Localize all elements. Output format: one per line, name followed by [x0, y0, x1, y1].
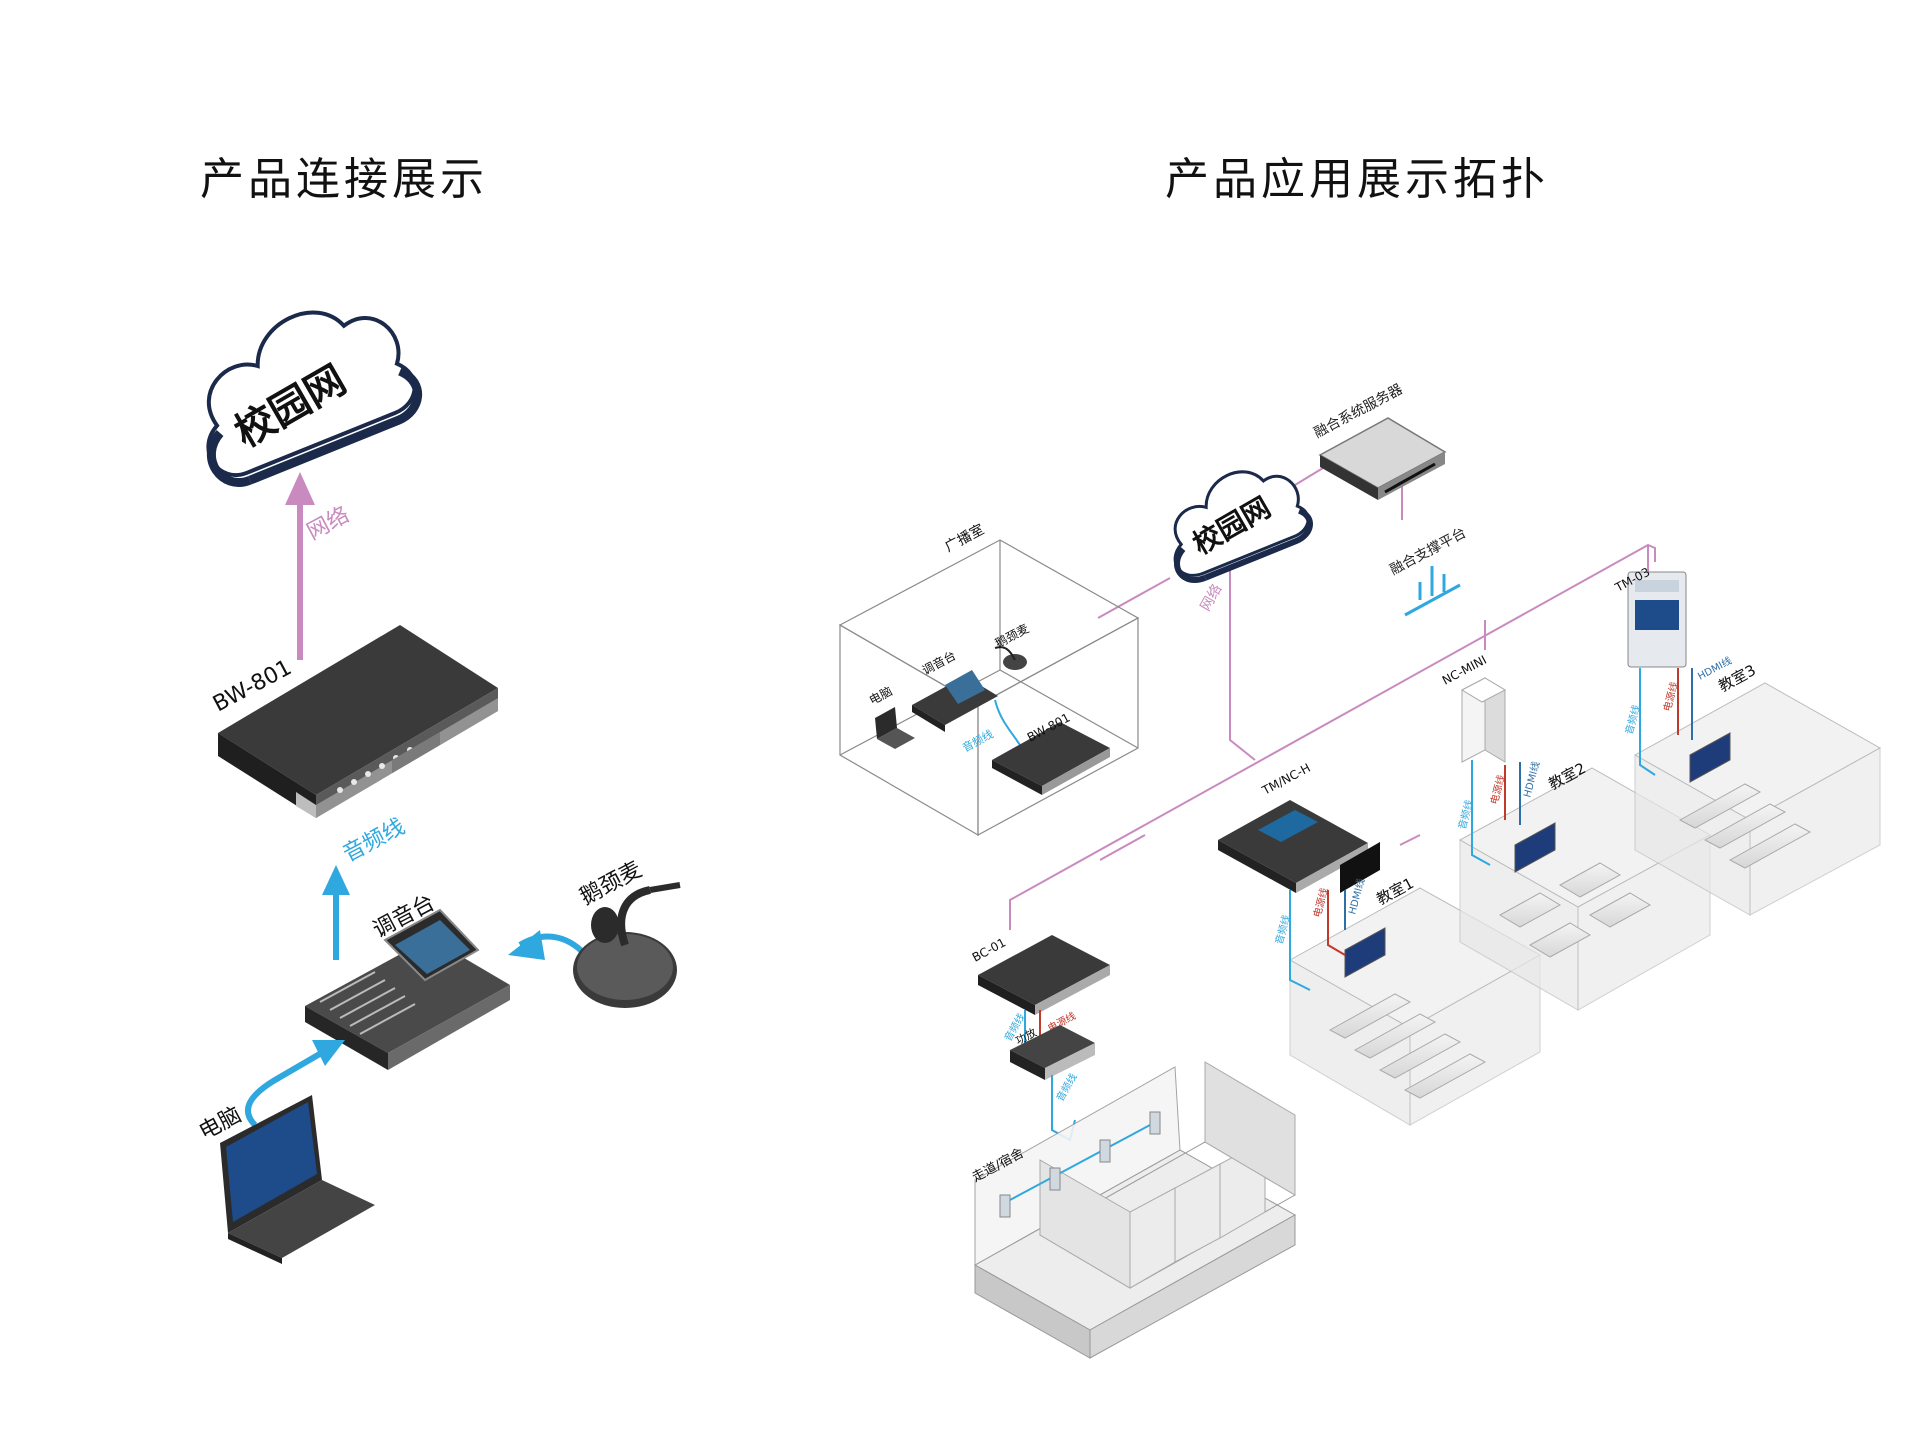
network-lines	[1009, 464, 1656, 930]
classroom2-hdmi-label: HDMI线	[1520, 760, 1542, 799]
left-section-title: 产品连接展示	[200, 154, 488, 205]
mixer-device	[305, 908, 510, 1070]
classroom-3	[1633, 682, 1882, 916]
network-arrow-icon	[285, 472, 315, 505]
bw801-device	[218, 625, 498, 818]
audio-line-pc-to-mixer	[244, 1045, 332, 1128]
classroom-2	[1458, 767, 1712, 1011]
classroom3-audio-line	[1639, 668, 1656, 776]
left-connection-diagram: 网络 校园网 BW-801 音频线	[195, 310, 681, 1264]
amp-device	[1010, 1025, 1095, 1080]
bc01-device	[978, 935, 1110, 1015]
audio-arrow-left-icon	[508, 930, 545, 960]
amp-audio-label: 音频线	[1053, 1071, 1079, 1103]
audio-arrow-up-icon	[322, 865, 350, 895]
network-label: 网络	[303, 503, 354, 546]
classroom2-audio-line	[1471, 760, 1491, 866]
broadcast-pc-label: 电脑	[867, 684, 895, 708]
classroom1-power-line	[1327, 890, 1346, 956]
tm03-device	[1627, 571, 1687, 668]
audio-line-label: 音频线	[339, 814, 409, 867]
broadcast-pc-icon	[875, 707, 915, 749]
broadcast-mixer-icon	[912, 670, 998, 732]
mic-label: 鹅颈麦	[576, 857, 646, 910]
broadcast-bw801-icon	[992, 722, 1110, 795]
right-network-label: 网络	[1198, 582, 1226, 614]
gooseneck-mic-icon	[573, 882, 681, 1008]
broadcast-mixer-label: 调音台	[919, 647, 958, 677]
classroom2-display-icon	[1514, 822, 1556, 873]
broadcast-mic-icon	[994, 646, 1027, 670]
broadcast-audio-line	[994, 699, 1021, 746]
platform-label: 融合支撑平台	[1387, 525, 1469, 579]
classroom1-display-icon	[1344, 927, 1386, 978]
platform-icon	[1404, 566, 1461, 617]
classroom3-display-icon	[1689, 732, 1731, 783]
laptop-icon	[220, 1095, 375, 1264]
screen-panel-icon	[1340, 842, 1380, 893]
fusion-server-device	[1318, 417, 1447, 500]
tmnch-device	[1218, 800, 1368, 893]
right-campus-cloud-icon	[1173, 470, 1313, 583]
classroom1-audio-line	[1289, 890, 1311, 991]
bc01-label: BC-01	[970, 935, 1008, 964]
corridor-dorm-area	[973, 1061, 1297, 1359]
ncmini-device	[1460, 677, 1507, 763]
broadcast-mic-label: 鹅颈麦	[993, 621, 1031, 650]
right-section-title: 产品应用展示拓扑	[1165, 154, 1549, 205]
campus-cloud-icon	[206, 310, 423, 487]
audio-arrow-right-icon	[312, 1040, 345, 1066]
tmnch-label: TM/NC-H	[1259, 761, 1313, 798]
right-topology-diagram: 校园网 网络 融合系统服务器 融合支撑平台 广播室	[838, 381, 1882, 1359]
